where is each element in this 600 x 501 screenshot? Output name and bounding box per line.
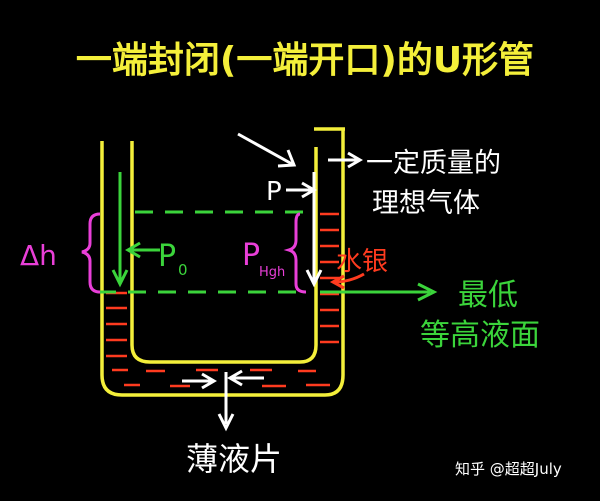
right-arm-down-arrow-head	[305, 269, 323, 288]
mercury-label: 水银	[336, 247, 388, 277]
mercury-arrow-head	[329, 274, 345, 290]
sheet-arrow-left-head	[227, 369, 243, 387]
p0-down-arrow-head	[111, 269, 129, 288]
pgh-label: P	[242, 238, 260, 273]
gas-note-line2: 理想气体	[372, 188, 480, 219]
lowest-level-arrow-head	[417, 282, 438, 302]
u-tube-inner-wall	[130, 141, 318, 364]
mercury-arrow	[333, 272, 365, 284]
gas-pointer-arrow-head	[277, 149, 297, 168]
p0-label: P	[158, 239, 176, 274]
sheet-pointer-head	[217, 413, 235, 432]
thin-sheet-label: 薄液片	[186, 440, 282, 478]
pgh-subscript: Hgh	[259, 265, 285, 280]
lowest-level-line2: 等高液面	[420, 318, 540, 353]
mercury-left-arm	[106, 291, 127, 358]
u-tube-outer-wall	[100, 129, 345, 397]
p0-left-arrow-head	[125, 241, 141, 259]
lowest-level-line1: 最低	[458, 278, 518, 313]
sheet-arrow-right-head	[201, 372, 217, 390]
mercury-bottom	[112, 368, 330, 388]
mercury-right-arm	[320, 212, 339, 344]
gas-pointer-arrow-line	[237, 132, 293, 166]
gas-note-line1: 一定质量的	[366, 148, 501, 179]
title: 一端封闭(一端开口)的U形管	[76, 40, 534, 81]
gas-note-arrow-head	[347, 151, 363, 169]
delta-h-label: Δh	[20, 239, 57, 272]
delta-h-brace	[81, 212, 101, 294]
p0-subscript: 0	[178, 261, 188, 279]
pgh-brace	[283, 212, 307, 294]
watermark: 知乎 @超超July	[455, 460, 562, 478]
p-label: P	[266, 177, 282, 207]
